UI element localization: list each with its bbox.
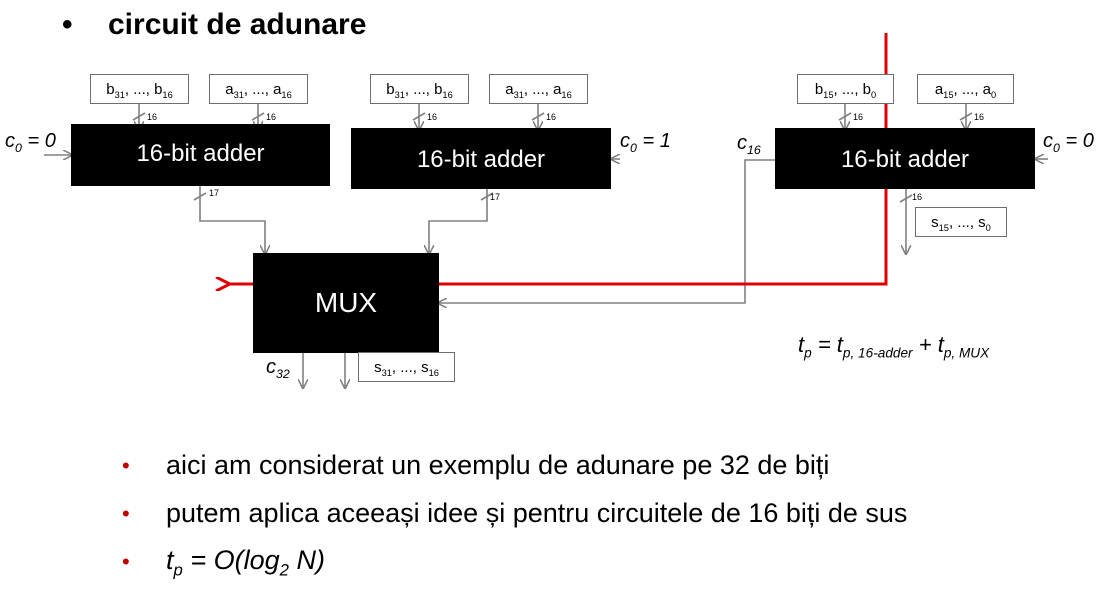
mux: MUX — [253, 253, 439, 353]
input-a-lo: a15, ..., a0 — [917, 74, 1014, 104]
carry-in-right-label: c0 = 0 — [1043, 130, 1094, 155]
bus-width: 16 — [853, 112, 864, 122]
bullet-dot: • — [122, 549, 130, 574]
bus-width: 16 — [147, 112, 158, 122]
bullet-dot: • — [122, 453, 130, 478]
bus-width: 16 — [427, 112, 438, 122]
output-s-lo: s15, ..., s0 — [915, 207, 1007, 237]
carry-c32-label: c32 — [266, 356, 290, 381]
wire-c16-to-mux — [438, 159, 776, 303]
bus-width: 16 — [974, 112, 985, 122]
output-s-hi: s31, ..., s16 — [358, 352, 455, 382]
input-a-hi-mid: a31, ..., a16 — [489, 74, 588, 104]
wire-left-to-mux — [199, 186, 265, 254]
wire-mid-to-mux — [429, 189, 488, 254]
carry-c16-label: c16 — [737, 132, 761, 157]
bus-width: 16 — [546, 112, 557, 122]
bus-width: 17 — [490, 192, 501, 202]
page-title: circuit de adunare — [108, 8, 367, 41]
bullet-text-complexity: tp = O(log2 N) — [166, 545, 325, 580]
adder-right: 16-bit adder — [775, 128, 1035, 189]
title-bullet: • — [62, 8, 73, 41]
bus-width: 17 — [209, 188, 220, 198]
input-b-hi-left: b31, ..., b16 — [90, 74, 189, 104]
input-b-lo: b15, ..., b0 — [797, 74, 894, 104]
carry-in-left-label: c0 = 0 — [5, 130, 56, 155]
bullet-text: putem aplica aceeași idee și pentru circ… — [166, 498, 908, 528]
critical-path — [230, 33, 888, 284]
delay-formula: tp = tp, 16-adder + tp, MUX — [798, 332, 990, 361]
adder-mid: 16-bit adder — [351, 128, 611, 189]
adder-left: 16-bit adder — [71, 124, 330, 186]
bus-width: 16 — [266, 112, 277, 122]
carry-in-mid-label: c0 = 1 — [620, 130, 671, 155]
input-b-hi-mid: b31, ..., b16 — [370, 74, 469, 104]
bullet-text: aici am considerat un exemplu de adunare… — [166, 450, 830, 480]
input-a-hi-left: a31, ..., a16 — [209, 74, 308, 104]
bullet-dot: • — [122, 501, 130, 526]
bus-width: 16 — [912, 192, 923, 202]
